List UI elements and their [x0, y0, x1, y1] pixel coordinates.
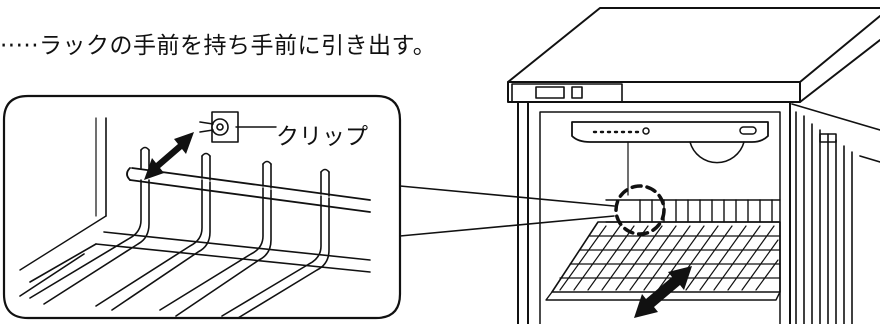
fridge-top: [507, 7, 880, 83]
control-panel: [511, 83, 623, 103]
callout-arrow-icon: [144, 132, 194, 180]
clip-icon: [199, 111, 277, 143]
clip-highlight: [614, 184, 666, 236]
callout-wires: [19, 179, 371, 319]
clip-label: クリップ: [276, 124, 368, 150]
back-rail: [605, 199, 781, 223]
fan-housing: [571, 121, 769, 143]
callout-posts: [140, 146, 330, 197]
callout: [2, 94, 615, 320]
callout-leader: [399, 185, 615, 237]
callout-rail: [126, 167, 371, 213]
double-arrow-icon: [634, 266, 692, 318]
refrigerator: [507, 7, 880, 324]
instruction-text: ·····ラックの手前を持ち手前に引き出す。: [0, 33, 437, 59]
fridge-door: [791, 103, 880, 324]
